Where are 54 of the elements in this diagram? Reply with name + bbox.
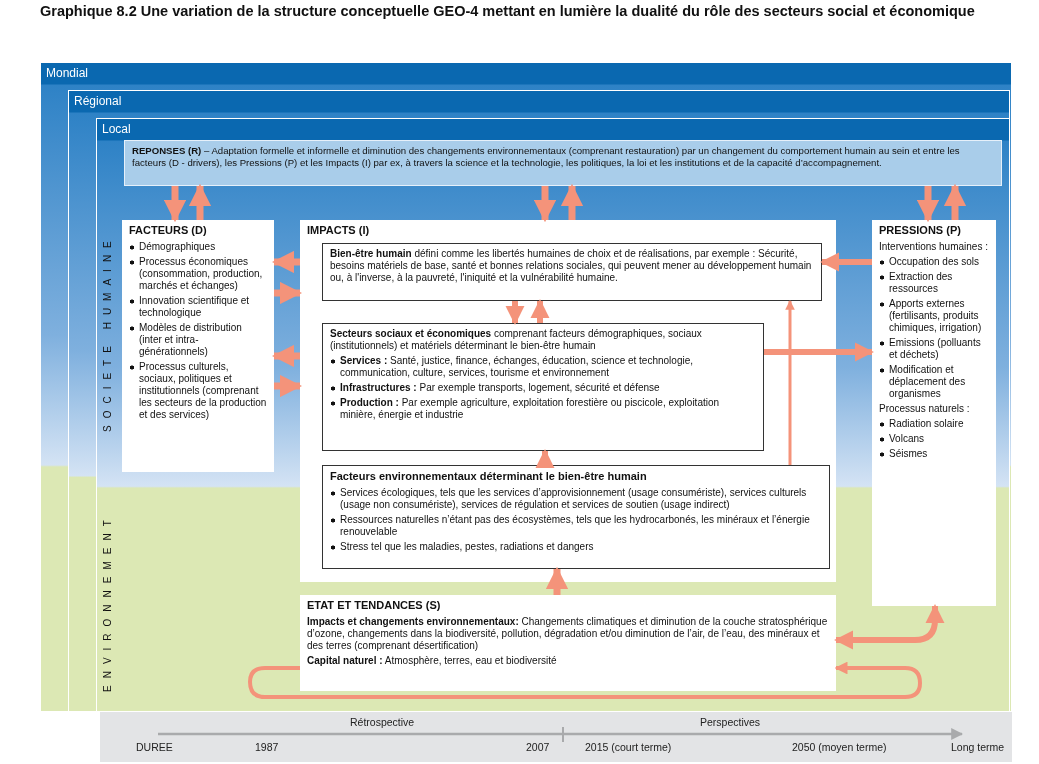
arrow [916,186,940,223]
arrow [535,449,555,469]
timeline-label: Perspectives [700,716,761,728]
arrow [248,661,922,699]
arrow [834,604,945,650]
timeline-label: Long terme [951,741,1005,753]
arrow [560,183,584,220]
text-panel [300,220,836,582]
arrow [764,342,874,362]
arrow [271,250,300,274]
arrow [545,566,569,595]
timeline-label: 2007 [526,741,550,753]
panel-title: Local [102,122,131,136]
side-label: ENVIRONNEMENT [102,512,114,695]
arrow [274,374,303,398]
body-text: REPONSES (R) – Adaptation formelle et informelle et diminution des changements environnementaux (comprenant restauration) par un changement du comportement humain au sein et entre les facteurs (D - drivers), les Pressions (P) et les Impacts (I) par ex, à travers la science et la technologie, les politiques, la loi et les institutions et de la capacité d’accompagnement. [132,145,961,168]
arrow [820,252,872,272]
text-panel [122,220,274,472]
arrow [274,281,303,305]
panel-heading: FACTEURS (D) [129,224,208,238]
arrow [505,301,525,325]
body-text: Interventions humaines : [879,241,989,254]
timeline-label: 2015 (court terme) [585,741,672,753]
arrow [785,300,795,465]
text-panel [872,220,996,606]
timeline-label: 2050 (moyen terme) [792,741,887,753]
body-text: Impacts et changements environnementaux: Changements climatiques et diminution de la couche stratosphérique d’ozone, changements dans la biodiversité, pollution, dégradation et/ou diminution de l’air, de l’eau, des minéraux et des terres (comprenant désertification) [307,616,829,653]
arrow [163,186,187,223]
arrow [271,344,300,368]
body-text: Capital naturel : Atmosphère, terres, eau et biodiversité [307,655,558,668]
panel-heading: PRESSIONS (P) [879,224,962,238]
body-text: Processus naturels : [879,403,971,416]
text-box [322,465,830,569]
text-box [322,243,822,301]
panel-heading: Facteurs environnementaux déterminant le bien-être humain [330,470,648,484]
timeline-label: Rétrospective [350,716,415,728]
timeline-label: 1987 [255,741,279,753]
response-banner [124,140,1002,186]
body-text: Secteurs sociaux et économiques comprenant facteurs démographiques, sociaux (institutionnels) et matériels déterminant le bien-être humain [330,328,703,352]
arrow [530,299,550,323]
timeline-label: DUREE [136,741,173,753]
panel-heading: IMPACTS (I) [307,224,371,238]
arrow [533,186,557,223]
panel-heading: ETAT ET TENDANCES (S) [307,599,442,613]
side-label: SOCIETE HUMAINE [102,233,114,434]
bullet-item: Processus culturels, sociaux, politiques et institutionnels (comprenant les secteurs de la production et des services) [129,361,267,422]
panel-title: Régional [74,94,122,108]
body-text: Bien-être humain défini comme les libertés humaines de choix et de réalisations, par exemple : Sécurité, besoins matériels de base, santé et bonnes relations sociales, qui peuvent mener au développement humain ou, à l'inverse, à la pauvreté, l'iniquité et la vulnérabilité humaine. [330,248,813,284]
arrow [188,183,212,220]
diagram-title: Graphique 8.2 Une variation de la structure conceptuelle GEO-4 mettant en lumière la dualité du rôle des secteurs social et économique [40,3,976,20]
text-panel [300,595,836,691]
text-box [322,323,764,451]
arrow [943,183,967,220]
panel-title: Mondial [46,66,89,80]
